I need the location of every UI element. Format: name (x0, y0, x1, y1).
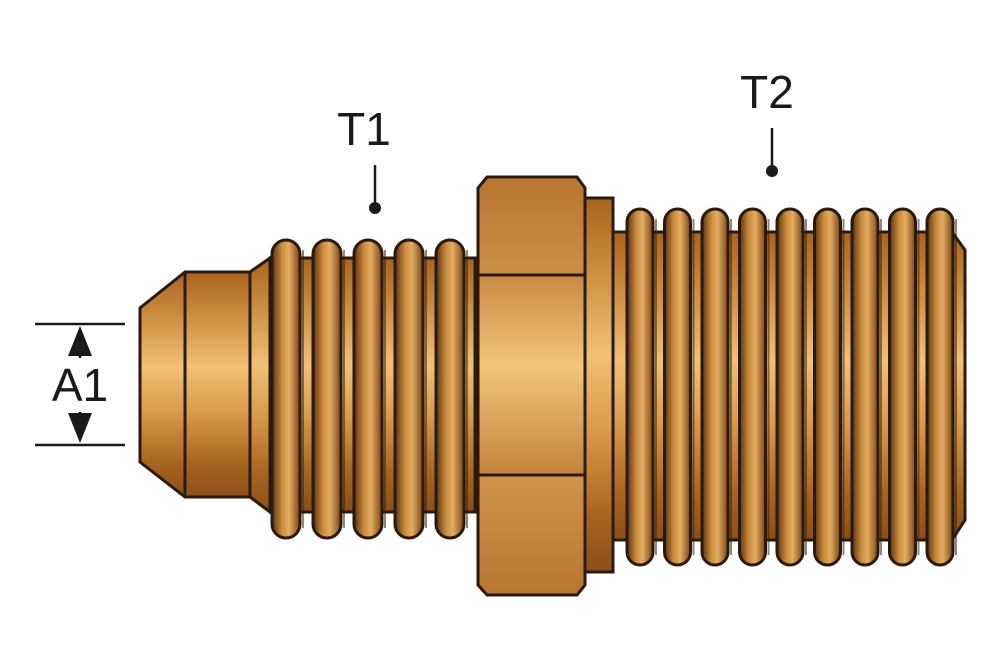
t1-pointer-dot (369, 202, 381, 214)
thread-ridge (434, 238, 466, 540)
thread-ridge (311, 238, 343, 540)
t2-thread-group (625, 207, 957, 567)
a1-label: A1 (52, 359, 108, 411)
t1-threaded-section (268, 238, 477, 540)
thread-ridge (352, 238, 384, 540)
a1-arrow-up-icon (68, 326, 92, 356)
thread-ridge (625, 207, 655, 567)
t2-pointer-dot (766, 165, 778, 177)
thread-ridge (270, 238, 302, 540)
flare-nose (138, 255, 272, 515)
t1-callout: T1 (337, 103, 391, 214)
thread-ridge (393, 238, 425, 540)
thread-ridge (813, 207, 842, 567)
hex-nut (476, 175, 587, 597)
thread-ridge (700, 207, 730, 567)
thread-ridge (775, 207, 805, 567)
t2-label: T2 (740, 66, 794, 118)
thread-ridge (850, 207, 880, 567)
thread-ridge (663, 207, 692, 567)
a1-arrow-down-icon (68, 413, 92, 443)
thread-ridge (925, 207, 955, 567)
thread-ridge (888, 207, 917, 567)
a1-dimension: A1 (35, 322, 125, 447)
t1-thread-group (270, 238, 468, 540)
collar (583, 196, 615, 574)
t2-threaded-section (611, 207, 967, 567)
thread-ridge (738, 207, 767, 567)
t1-label: T1 (337, 103, 391, 155)
t2-callout: T2 (740, 66, 794, 177)
